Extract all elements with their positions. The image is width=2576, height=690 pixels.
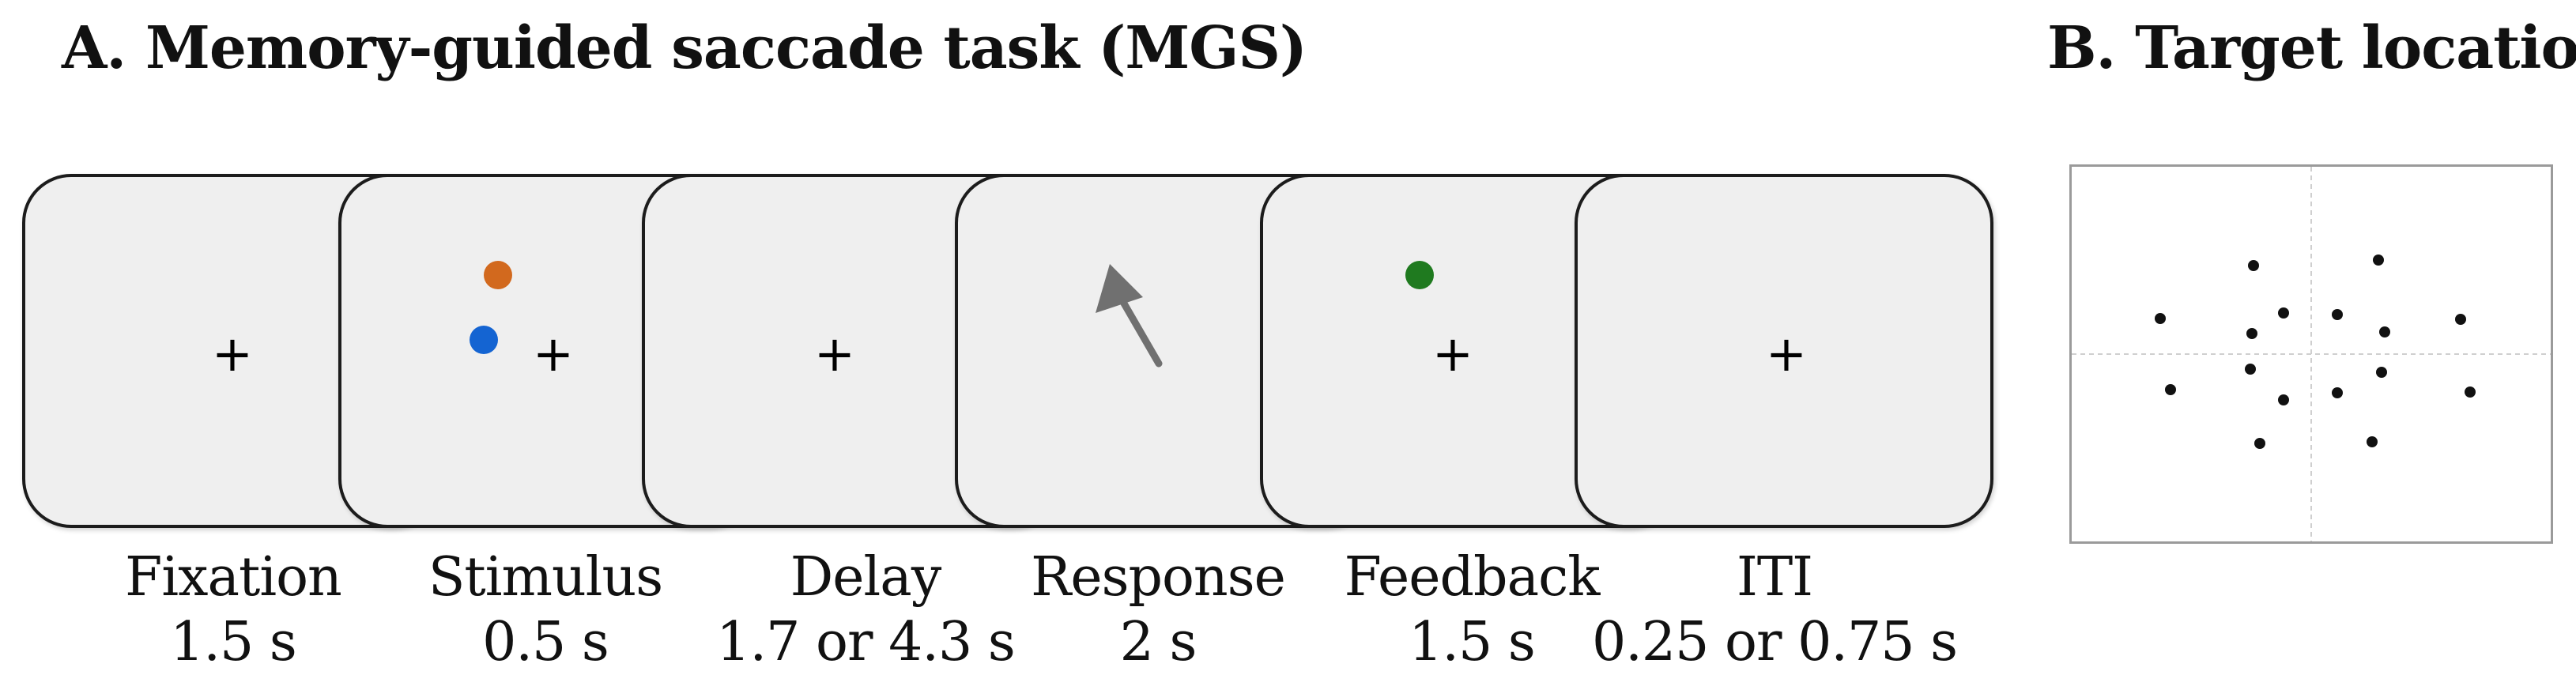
- target-dot: [2165, 384, 2176, 395]
- fixation-cross: +: [1766, 325, 1807, 383]
- caption-duration: 1.7 or 4.3 s: [716, 611, 1015, 673]
- caption-label: Fixation: [125, 546, 342, 609]
- caption-label: Delay: [790, 546, 941, 609]
- saccade-arrow: [1096, 264, 1163, 368]
- caption-label: ITI: [1736, 546, 1813, 609]
- caption-label: Response: [1031, 546, 1286, 609]
- panel-b-title: B. Target locations: [2047, 14, 2576, 82]
- panel-a-title: A. Memory-guided saccade task (MGS): [62, 14, 1307, 82]
- caption-duration: 1.5 s: [170, 611, 297, 673]
- target-dot: [2332, 309, 2343, 320]
- fixation-cross: +: [814, 325, 855, 383]
- caption-stimulus: Stimulus 0.5 s: [340, 545, 751, 675]
- caption-duration: 1.5 s: [1409, 611, 1536, 673]
- target-dot: [2376, 367, 2387, 378]
- target-dot: [2278, 394, 2289, 405]
- target-locations-plot: [2072, 167, 2551, 541]
- caption-label: Feedback: [1344, 546, 1601, 609]
- caption-label: Stimulus: [428, 546, 663, 609]
- target-dot: [2246, 328, 2257, 339]
- fixation-cross: +: [1432, 325, 1473, 383]
- target-dot: [2373, 255, 2384, 266]
- screen-iti: +: [1575, 174, 1993, 528]
- target-dot: [2245, 364, 2256, 375]
- fixation-cross: +: [212, 325, 253, 383]
- stimulus-target-dot: [484, 261, 512, 289]
- target-dot: [2332, 387, 2343, 398]
- target-dot: [2248, 260, 2259, 271]
- fixation-cross: +: [533, 325, 574, 383]
- caption-delay: Delay 1.7 or 4.3 s: [660, 545, 1071, 675]
- stimulus-cue-dot: [470, 326, 498, 354]
- target-dot: [2278, 307, 2289, 319]
- target-dot: [2367, 436, 2378, 447]
- target-dot: [2254, 438, 2265, 449]
- caption-duration: 0.25 or 0.75 s: [1592, 611, 1958, 673]
- target-dot: [2155, 313, 2166, 324]
- target-locations-box: [2069, 164, 2553, 544]
- caption-fixation: Fixation 1.5 s: [28, 545, 439, 675]
- target-dot: [2455, 314, 2466, 325]
- target-dot: [2465, 386, 2476, 398]
- caption-response: Response 2 s: [952, 545, 1363, 675]
- caption-duration: 2 s: [1119, 611, 1197, 673]
- caption-feedback: Feedback 1.5 s: [1266, 545, 1677, 675]
- caption-duration: 0.5 s: [482, 611, 609, 673]
- caption-iti: ITI 0.25 or 0.75 s: [1569, 545, 1980, 675]
- feedback-dot: [1405, 261, 1434, 289]
- target-dot: [2379, 326, 2390, 337]
